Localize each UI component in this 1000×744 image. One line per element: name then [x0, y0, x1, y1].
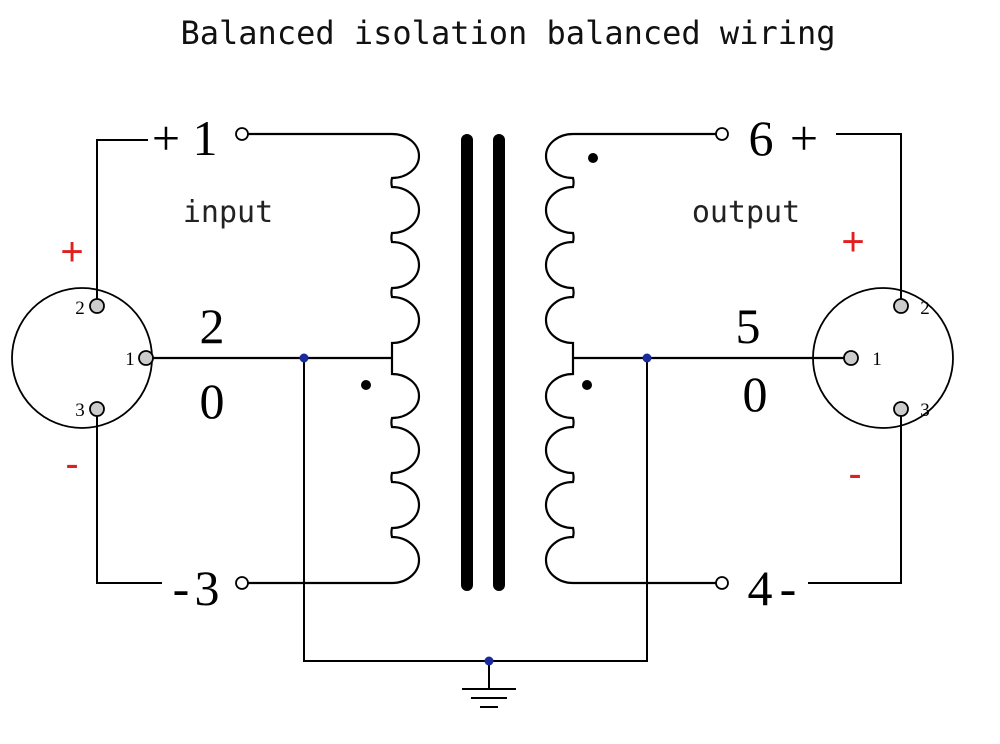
left-pin-2-label: 2: [75, 298, 85, 319]
primary-terminal-1-sign: +: [152, 110, 180, 166]
left-polarity-plus: +: [60, 230, 83, 274]
input-label: input: [183, 195, 273, 230]
ground-return-wire: [303, 358, 648, 662]
left-polarity-minus: -: [65, 442, 78, 486]
secondary-junction-dot: [642, 353, 652, 363]
primary-terminal-1: [235, 127, 249, 141]
left-pin-1: [138, 350, 154, 366]
primary-terminal-3-number: 3: [195, 560, 220, 616]
primary-terminal-3-sign: -: [173, 560, 190, 616]
right-polarity-plus: +: [841, 220, 864, 264]
primary-center-tap-number: 2: [200, 298, 225, 354]
output-label: output: [692, 195, 800, 230]
left-pin-3: [89, 401, 105, 417]
right-polarity-minus: -: [848, 452, 861, 496]
right-minus-wire: [808, 409, 902, 584]
secondary-center-tap-number: 5: [736, 298, 761, 354]
secondary-terminal-6: [715, 127, 729, 141]
secondary-terminal-4-number: 4: [748, 560, 773, 616]
secondary-zero-label: 0: [743, 366, 768, 422]
secondary-terminal-4: [715, 576, 729, 590]
left-plus-wire: [96, 139, 148, 306]
diagram-title: Balanced isolation balanced wiring: [180, 14, 835, 52]
right-xlr-connector: [812, 287, 954, 429]
left-pin-1-label: 1: [125, 349, 135, 370]
left-minus-wire: [96, 409, 162, 584]
secondary-bottom-phase-dot: [582, 380, 592, 390]
primary-junction-dot: [299, 353, 309, 363]
primary-zero-label: 0: [200, 373, 225, 429]
right-pin-1: [843, 350, 859, 366]
secondary-terminal-4-sign: -: [780, 560, 797, 616]
primary-bottom-phase-dot: [361, 380, 371, 390]
primary-terminal-1-number: 1: [193, 110, 218, 166]
secondary-terminal-6-number: 6: [749, 110, 774, 166]
right-pin-2-label: 2: [920, 298, 930, 319]
right-plus-wire: [836, 133, 902, 306]
secondary-terminal-6-sign: +: [790, 110, 818, 166]
ground-junction-dot: [484, 656, 494, 666]
secondary-top-phase-dot: [588, 153, 598, 163]
right-pin-2: [893, 298, 909, 314]
primary-terminal-3: [235, 576, 249, 590]
secondary-coil: [544, 132, 849, 585]
left-pin-2: [89, 298, 105, 314]
primary-coil: [146, 132, 421, 585]
right-pin-1-label: 1: [872, 349, 882, 370]
left-pin-3-label: 3: [75, 400, 85, 421]
right-pin-3-label: 3: [920, 400, 930, 421]
right-pin-3: [893, 401, 909, 417]
